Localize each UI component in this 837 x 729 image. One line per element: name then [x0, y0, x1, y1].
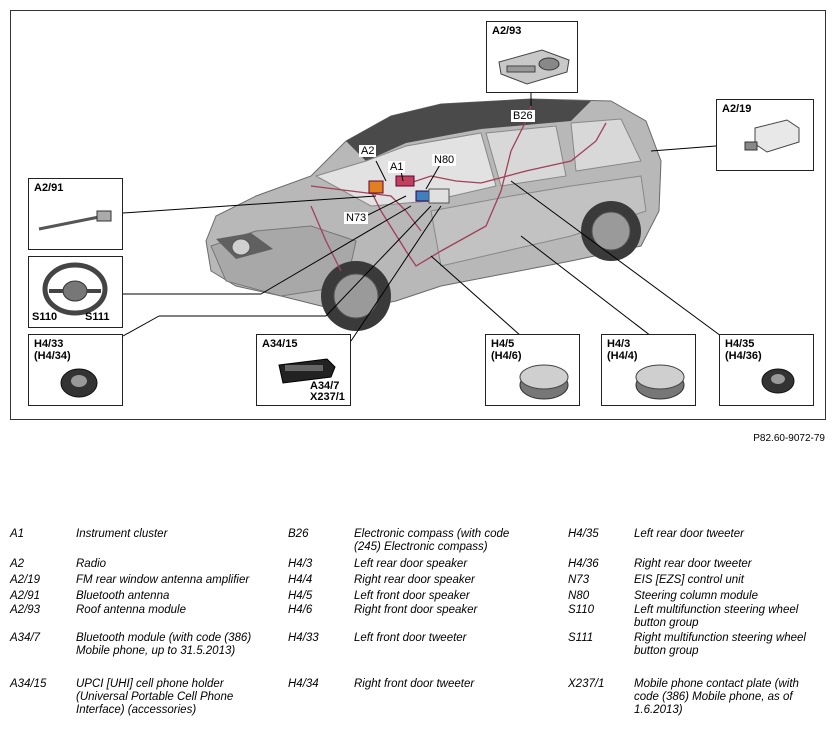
legend-description: Left rear door tweeter — [634, 528, 744, 540]
label-s111: S111 — [85, 311, 110, 323]
legend-code: H4/5 — [288, 590, 313, 602]
label-s110: S110 — [32, 311, 58, 323]
speaker-icon — [635, 364, 685, 400]
callout-h4-5: H4/5 (H4/6) — [485, 334, 580, 406]
legend-description: FM rear window antenna amplifier — [76, 574, 250, 586]
dashboard-components — [368, 175, 450, 204]
speaker-icon — [519, 364, 569, 400]
legend-description: Bluetooth module (with code (386) Mobile… — [76, 632, 252, 657]
legend-description: Roof antenna module — [76, 604, 186, 616]
label-a1: A1 — [388, 161, 406, 173]
legend-description: Radio — [76, 558, 107, 570]
callout-label: H4/3 (H4/4) — [607, 338, 638, 362]
legend-code: S110 — [568, 604, 595, 616]
legend-code: A34/15 — [10, 678, 47, 690]
legend-description: Right front door tweeter — [354, 678, 475, 690]
callout-a2-91: A2/91 — [28, 178, 123, 250]
callout-label: A34/15 — [262, 338, 298, 350]
label-a2: A2 — [359, 145, 377, 157]
label-a34-7: A34/7 — [310, 380, 340, 392]
legend-code: H4/34 — [288, 678, 319, 690]
legend-code: H4/35 — [568, 528, 599, 540]
callout-label: H4/33 (H4/34) — [34, 338, 71, 362]
legend-code: A2 — [10, 558, 25, 570]
callout-h4-35: H4/35 (H4/36) — [719, 334, 814, 406]
steering-wheel-icon — [42, 262, 108, 316]
callout-a2-93: A2/93 — [486, 21, 578, 93]
callout-label: A2/93 — [492, 25, 522, 37]
label-x237-1: X237/1 — [310, 391, 345, 403]
legend-description: EIS [EZS] control unit — [634, 574, 744, 586]
legend-description: Electronic compass (with code (245) Elec… — [354, 528, 510, 553]
legend-description: Right multifunction steering wheel butto… — [634, 632, 806, 657]
legend-code: H4/4 — [288, 574, 313, 586]
legend-code: H4/33 — [288, 632, 319, 644]
legend-code: H4/36 — [568, 558, 599, 570]
label-n73: N73 — [344, 212, 369, 224]
legend-code: H4/6 — [288, 604, 313, 616]
leader-lines — [122, 93, 722, 342]
callout-h4-33: H4/33 (H4/34) — [28, 334, 123, 406]
legend-code: S111 — [568, 632, 594, 644]
legend-description: UPCI [UHI] cell phone holder (Universal … — [76, 678, 234, 716]
legend-code: A2/19 — [10, 574, 41, 586]
legend-description: Left multifunction steering wheel button… — [634, 604, 799, 629]
legend-code: N80 — [568, 590, 590, 602]
callout-label: H4/35 (H4/36) — [725, 338, 762, 362]
callout-label: A2/19 — [722, 103, 752, 115]
callout-label: A2/91 — [34, 182, 64, 194]
cell-phone-holder-icon — [278, 358, 336, 384]
legend-description: Steering column module — [634, 590, 759, 602]
tweeter-icon — [761, 368, 795, 394]
reference-code: P82.60-9072-79 — [753, 433, 825, 444]
legend-description: Right front door speaker — [354, 604, 478, 616]
callout-a2-19: A2/19 — [716, 99, 814, 171]
vehicle-illustration — [122, 93, 722, 342]
legend-description: Right rear door tweeter — [634, 558, 752, 570]
legend-code: A2/93 — [10, 604, 41, 616]
label-n80: N80 — [432, 154, 457, 166]
legend-description: Right rear door speaker — [354, 574, 475, 586]
legend-code: X237/1 — [568, 678, 605, 690]
legend-code: A1 — [10, 528, 25, 540]
legend-description: Left front door speaker — [354, 590, 470, 602]
legend-description: Mobile phone contact plate (with code (3… — [634, 678, 799, 716]
antenna-amplifier-icon — [744, 119, 800, 153]
legend-code: H4/3 — [288, 558, 313, 570]
legend-code: A34/7 — [10, 632, 41, 644]
label-b26: B26 — [511, 110, 535, 122]
legend-description: Instrument cluster — [76, 528, 168, 540]
legend-description: Left rear door speaker — [354, 558, 468, 570]
legend-description: Left front door tweeter — [354, 632, 467, 644]
tweeter-icon — [60, 368, 98, 398]
callout-label: H4/5 (H4/6) — [491, 338, 522, 362]
legend-code: N73 — [568, 574, 590, 586]
wiring-harness — [310, 105, 607, 272]
callout-steering-wheel: S110 S111 — [28, 256, 123, 328]
legend-code: A2/91 — [10, 590, 41, 602]
callout-a34-15: A34/15 A34/7 X237/1 — [256, 334, 351, 406]
car-body — [205, 98, 662, 331]
diagram-frame: A2/93 A2/19 A2/91 S110 S111 — [10, 10, 826, 420]
legend-code: B26 — [288, 528, 309, 540]
callout-h4-3: H4/3 (H4/4) — [601, 334, 696, 406]
legend-description: Bluetooth antenna — [76, 590, 170, 602]
bluetooth-antenna-icon — [38, 210, 112, 231]
roof-antenna-module-icon — [498, 49, 570, 85]
